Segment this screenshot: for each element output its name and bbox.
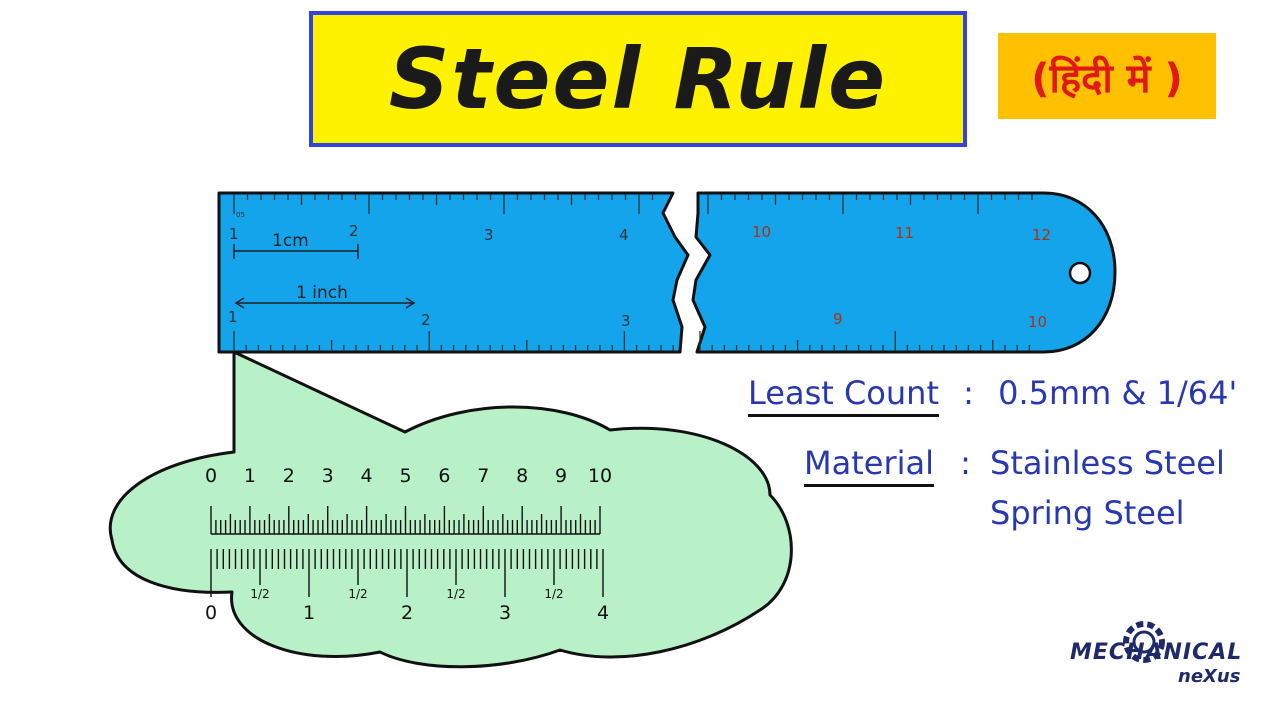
ruler-hole [1068,261,1092,285]
material-value-spring: Spring Steel [990,494,1185,532]
mechanical-nexus-logo: MECHANICAL neXus [1068,610,1268,690]
gear-icon [1123,621,1165,663]
page-title: Steel Rule [388,30,888,128]
ruler-left-piece [217,191,690,354]
zoom-mm-label: 1 [244,465,256,487]
material-label: Material [804,444,934,487]
zoom-inch-label: 2 [401,602,413,624]
zoom-mm-ticks [210,506,601,534]
cm-label: 3 [484,226,494,244]
inch-label: 9 [833,310,843,328]
cm-label: 4 [619,226,629,244]
ruler-top-ticks-left [233,194,654,214]
arrow-right-icon [405,297,416,309]
zoom-mm-label: 6 [438,465,450,487]
zoom-half-label: 1/2 [250,587,269,601]
zoom-mm-label: 8 [516,465,528,487]
least-count-row: Least Count : 0.5mm & 1/64' [748,374,1238,417]
zoom-mm-label: 4 [361,465,373,487]
inch-label: 2 [421,311,431,329]
material-value-stainless: Stainless Steel [990,444,1225,482]
inch-label: 1 [228,308,238,326]
zoom-mm-label: 7 [477,465,489,487]
title-box: Steel Rule [309,11,967,147]
ruler-bottom-ticks-left [233,331,674,351]
cm-annotation-label: 1cm [272,231,309,251]
zoom-mm-label: 5 [399,465,411,487]
zoom-inch-label: 1 [303,602,315,624]
inch-label: 3 [621,312,631,330]
ruler-right-piece [691,191,1117,354]
zoom-mm-label: 9 [555,465,567,487]
hindi-label: (हिंदी में ) [1031,55,1183,102]
least-count-label: Least Count [748,374,939,417]
hindi-badge: (हिंदी में ) [998,33,1216,119]
zoom-mm-label: 2 [283,465,295,487]
inch-annotation-label: 1 inch [296,283,348,303]
cm-label: 10 [752,223,771,241]
logo-text-top: MECHANICAL [1070,640,1243,665]
zoom-mm-label: 0 [205,465,217,487]
zoom-inch-label: 4 [597,602,609,624]
arrow-left-icon [234,297,245,309]
zoom-inch-label: 0 [205,602,217,624]
zoom-half-label: 1/2 [544,587,563,601]
material-separator: : [960,444,971,482]
inch-label: 10 [1028,313,1047,331]
cm-label: 11 [895,224,914,242]
cm-label: 2 [349,222,359,240]
cm-label: 1 [229,225,239,243]
material-row: Material : [804,444,971,487]
least-count-separator: : [963,374,974,412]
zoom-mm-label: 3 [322,465,334,487]
ruler-bottom-ticks-right [699,331,1031,351]
ruler-top-ticks-right [707,194,1033,214]
small-mark-label: 05 [236,211,245,219]
least-count-value: 0.5mm & 1/64' [998,374,1238,412]
cm-label: 12 [1032,226,1051,244]
zoom-cloud [108,350,793,669]
zoom-inch-ticks [210,549,604,597]
zoom-half-label: 1/2 [446,587,465,601]
zoom-mm-label: 10 [588,465,612,487]
zoom-inch-label: 3 [499,602,511,624]
logo-text-bottom: neXus [1178,666,1241,687]
zoom-half-label: 1/2 [348,587,367,601]
